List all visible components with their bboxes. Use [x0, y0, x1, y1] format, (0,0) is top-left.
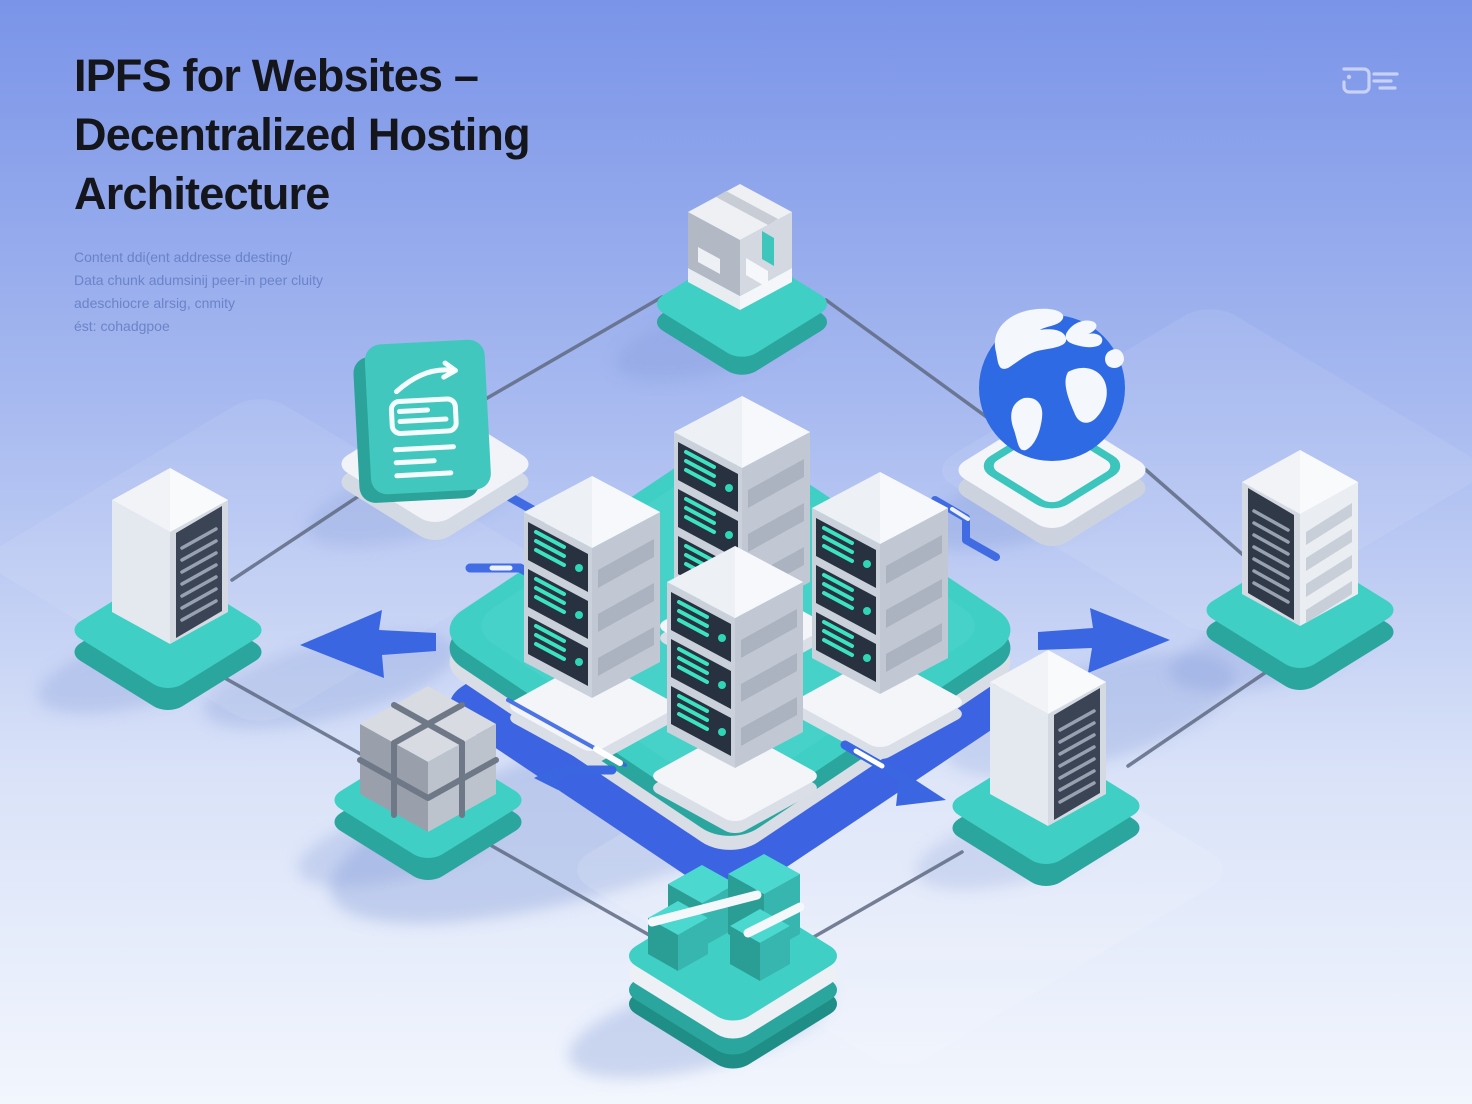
bookmark-lines-icon	[1342, 67, 1399, 94]
subtitle-line-1: Content ddi(ent addresse ddesting/	[74, 249, 292, 265]
distribution-arrows	[300, 608, 1170, 678]
title-line-2: Decentralized Hosting	[74, 109, 531, 160]
subtitle-text: Content ddi(ent addresse ddesting/ Data …	[74, 246, 434, 338]
chunked-cube-icon	[357, 686, 499, 832]
arrow-left	[300, 610, 436, 678]
node-gateway-package	[656, 184, 828, 375]
page-title: IPFS for Websites – Decentralized Hostin…	[74, 46, 714, 223]
subtitle-line-2: Data chunk adumsinij peer-in peer cluity	[74, 272, 324, 288]
arrow-right	[1038, 608, 1170, 673]
node-peer-server-bottom	[952, 648, 1140, 886]
rack-right	[790, 470, 970, 765]
server-icon	[1240, 448, 1360, 628]
server-icon	[988, 648, 1108, 828]
node-ipfs-blocks	[628, 854, 838, 1069]
node-globe	[958, 308, 1146, 546]
ground-arrows	[506, 698, 946, 806]
rack-front	[645, 544, 825, 839]
document-code-icon	[353, 339, 491, 503]
title-line-3: Architecture	[74, 168, 330, 219]
server-icon	[110, 466, 230, 646]
rack-left	[502, 474, 682, 769]
subtitle-line-4: ést: cohadgpoe	[74, 318, 170, 334]
node-data-chunks	[334, 686, 522, 880]
node-peer-server-left	[74, 466, 262, 710]
node-peer-server-right	[1206, 448, 1394, 690]
node-content-document	[341, 339, 529, 540]
teal-cubes-icon	[647, 854, 805, 981]
subtitle-line-3: adeschiocre alrsig, cnmity	[74, 295, 236, 311]
title-line-1: IPFS for Websites –	[74, 50, 479, 101]
